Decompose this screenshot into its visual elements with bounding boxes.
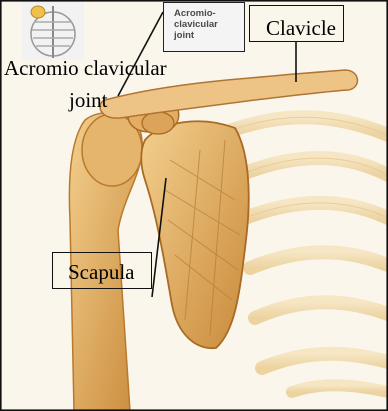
acromio-label-line2: joint [69, 90, 108, 111]
clavicle-label: Clavicle [266, 18, 336, 39]
scapula-label: Scapula [68, 262, 134, 283]
skeleton-thumbnail-icon [22, 0, 84, 60]
original-tag-line2: clavicular [174, 19, 244, 30]
coracoid [142, 112, 174, 134]
original-acromio-tag: Acromio- clavicular joint [163, 2, 245, 52]
original-tag-line3: joint [174, 30, 244, 41]
acromio-label-line1: Acromio clavicular [4, 58, 167, 79]
original-tag-line1: Acromio- [174, 8, 244, 19]
